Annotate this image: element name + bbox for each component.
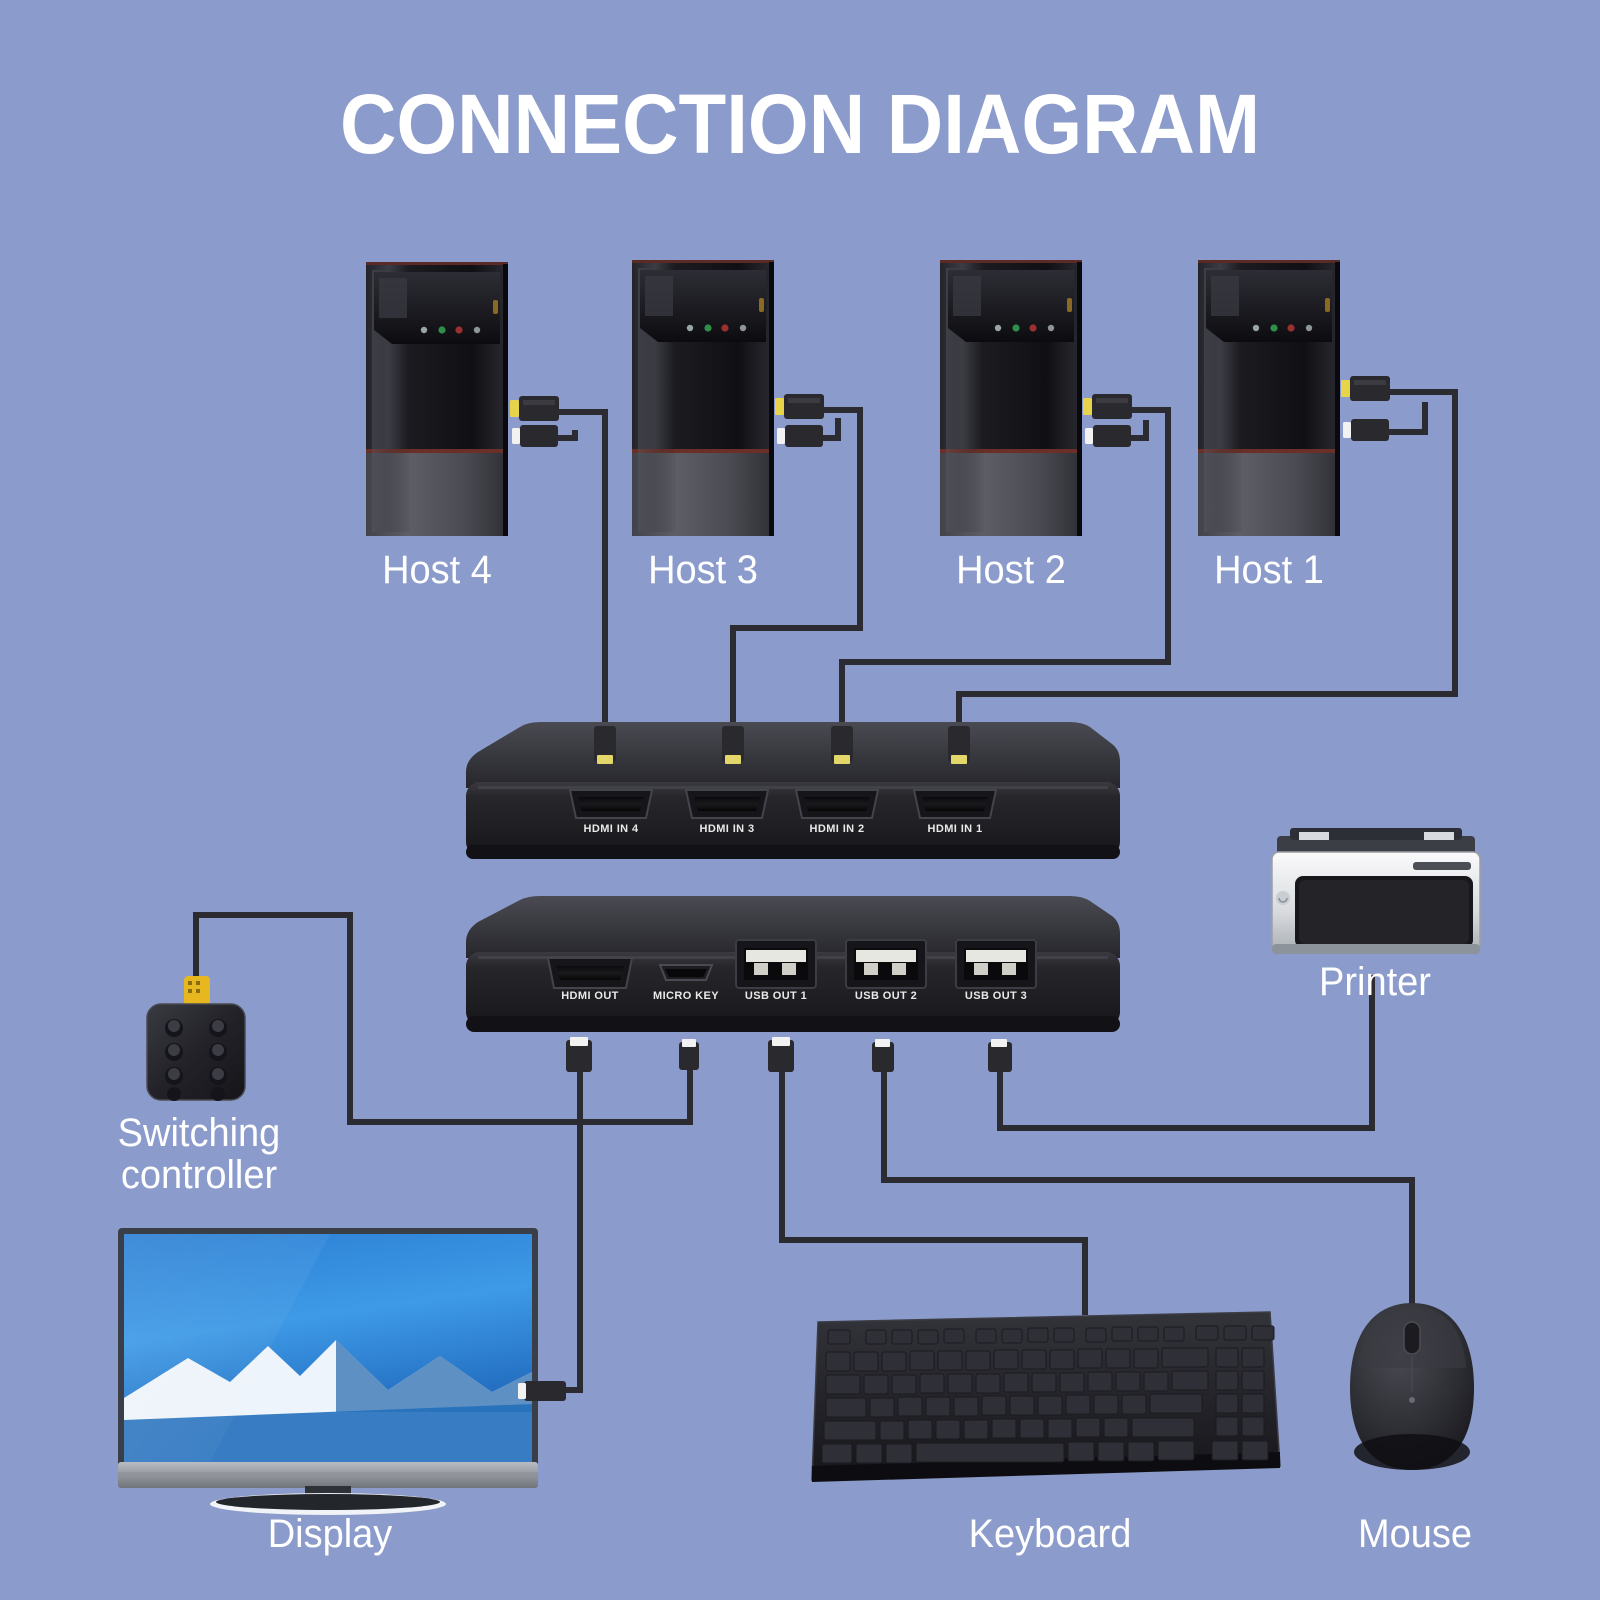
hdmi-plug-icon bbox=[775, 394, 824, 419]
host-label-4: Host 4 bbox=[382, 548, 492, 592]
port-label-usb-out-3: USB OUT 3 bbox=[964, 990, 1028, 1002]
keyboard-label: Keyboard bbox=[968, 1512, 1132, 1556]
host-label-1: Host 1 bbox=[1214, 548, 1324, 592]
hdmi-plug-icon bbox=[566, 1037, 592, 1072]
printer-label: Printer bbox=[1319, 960, 1431, 1004]
port-label-hdmi-in-4: HDMI IN 4 bbox=[583, 823, 639, 835]
top-box-hdmi-plugs bbox=[594, 726, 970, 764]
hdmi-out-port bbox=[546, 957, 634, 989]
port-label-micro-key: MICRO KEY bbox=[653, 990, 719, 1002]
monitor-icon bbox=[118, 1228, 566, 1515]
micro-usb-plug-icon bbox=[679, 1039, 699, 1070]
usb-out-port-1 bbox=[735, 939, 817, 989]
host-connector-plugs bbox=[510, 376, 1390, 447]
host-tower-1 bbox=[1198, 260, 1340, 536]
usb-out-port-3 bbox=[955, 939, 1037, 989]
port-label-hdmi-out: HDMI OUT bbox=[561, 990, 619, 1002]
usb-plug-icon bbox=[768, 1037, 794, 1072]
display-label: Display bbox=[267, 1512, 393, 1556]
micro-key-port bbox=[658, 964, 714, 981]
mouse-label: Mouse bbox=[1357, 1512, 1473, 1556]
hdmi-plug-icon bbox=[594, 726, 616, 764]
port-label-hdmi-in-3: HDMI IN 3 bbox=[699, 823, 755, 835]
usb-plug-icon bbox=[988, 1039, 1012, 1072]
page-title: CONNECTION DIAGRAM bbox=[339, 77, 1261, 171]
usb-plug-icon bbox=[872, 1039, 894, 1072]
host-label-3: Host 3 bbox=[648, 548, 758, 592]
hdmi-plug-icon bbox=[722, 726, 744, 764]
switching-controller-icon bbox=[146, 976, 246, 1101]
switching-controller-label-line2: controller bbox=[120, 1153, 278, 1197]
switch-box-bottom bbox=[466, 896, 1120, 1032]
hdmi-plug-icon bbox=[518, 1381, 566, 1401]
hdmi-in-port-1 bbox=[912, 789, 998, 819]
hdmi-plug-icon bbox=[510, 396, 559, 421]
usb-plug-icon bbox=[1085, 425, 1131, 447]
host-tower-3 bbox=[632, 260, 774, 536]
port-label-hdmi-in-1: HDMI IN 1 bbox=[927, 823, 983, 835]
host-label-2: Host 2 bbox=[956, 548, 1066, 592]
hdmi-in-port-2 bbox=[794, 789, 880, 819]
host-tower-4 bbox=[366, 262, 508, 536]
usb-plug-icon bbox=[777, 425, 823, 447]
switching-controller-label: Switching controller bbox=[78, 1112, 319, 1196]
hdmi-plug-icon bbox=[1083, 394, 1132, 419]
keyboard-icon bbox=[811, 1311, 1281, 1482]
usb-out-port-2 bbox=[845, 939, 927, 989]
bottom-box-plugs bbox=[566, 1037, 1012, 1072]
port-label-usb-out-2: USB OUT 2 bbox=[854, 990, 918, 1002]
port-label-hdmi-in-2: HDMI IN 2 bbox=[809, 823, 865, 835]
hdmi-plug-icon bbox=[831, 726, 853, 764]
switching-controller-label-line1: Switching bbox=[117, 1111, 281, 1155]
port-label-usb-out-1: USB OUT 1 bbox=[744, 990, 808, 1002]
hdmi-plug-icon bbox=[948, 726, 970, 764]
usb-plug-icon bbox=[1343, 419, 1389, 441]
host-tower-2 bbox=[940, 260, 1082, 536]
mouse-icon bbox=[1350, 1303, 1474, 1470]
printer-icon bbox=[1271, 828, 1481, 954]
hdmi-in-port-3 bbox=[684, 789, 770, 819]
hdmi-in-port-4 bbox=[568, 789, 654, 819]
usb-plug-icon bbox=[512, 425, 558, 447]
hdmi-plug-icon bbox=[1341, 376, 1390, 401]
